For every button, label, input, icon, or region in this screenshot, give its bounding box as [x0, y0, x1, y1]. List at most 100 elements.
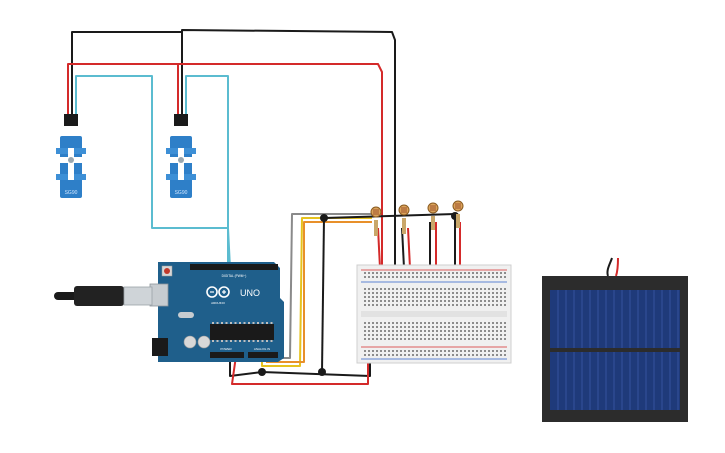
- photoresistors: [370, 200, 464, 236]
- breadboard-hole: [424, 292, 426, 294]
- chip-pin: [248, 340, 250, 342]
- breadboard-hole: [480, 326, 482, 328]
- arduino-uno-board[interactable]: DIGITAL (PWM~) UNO ARDUINO POWER ANALOG …: [149, 262, 284, 362]
- breadboard-hole: [468, 326, 470, 328]
- usb-port[interactable]: [149, 283, 169, 307]
- photoresistor-3[interactable]: [427, 202, 439, 230]
- servo-motor-2[interactable]: SG90: [166, 114, 196, 198]
- board-brand: ARDUINO: [211, 301, 226, 305]
- breadboard-hole: [384, 354, 386, 356]
- breadboard-hole: [432, 288, 434, 290]
- breadboard-hole: [436, 354, 438, 356]
- power-jack[interactable]: [152, 338, 168, 356]
- breadboard-hole: [484, 276, 486, 278]
- breadboard-hole: [476, 322, 478, 324]
- digital-label: DIGITAL (PWM~): [222, 274, 247, 278]
- resistor-body: [431, 216, 435, 230]
- breadboard-hole: [444, 330, 446, 332]
- junction-dot: [258, 368, 266, 376]
- wire-vcc-bottom[interactable]: [231, 354, 369, 385]
- breadboard-hole: [468, 300, 470, 302]
- breadboard-hole: [504, 334, 506, 336]
- breadboard-hole: [448, 354, 450, 356]
- wire-servo1-vcc[interactable]: [67, 63, 178, 118]
- breadboard-hole: [444, 334, 446, 336]
- breadboard-hole: [456, 334, 458, 336]
- chip-pin: [212, 340, 214, 342]
- wire-servo2-gnd[interactable]: [181, 29, 396, 268]
- breadboard-hole: [440, 354, 442, 356]
- breadboard-hole: [484, 334, 486, 336]
- breadboard-hole: [376, 330, 378, 332]
- analog-label: ANALOG IN: [254, 347, 270, 351]
- photoresistor-1[interactable]: [370, 206, 382, 236]
- breadboard-hole: [440, 330, 442, 332]
- breadboard-hole: [432, 334, 434, 336]
- breadboard-hole: [432, 296, 434, 298]
- solar-panel[interactable]: [542, 257, 688, 422]
- junction-dot: [320, 214, 328, 222]
- wire-ldr-leg-3[interactable]: [401, 227, 405, 269]
- wire-ldr-orange[interactable]: [266, 221, 372, 363]
- breadboard-hole: [496, 330, 498, 332]
- wire-ldr-gnd-bus[interactable]: [323, 213, 456, 219]
- wire-ldr-leg-2[interactable]: [407, 227, 411, 269]
- wire-servo2-vcc[interactable]: [177, 63, 383, 268]
- wire-servo2-signal[interactable]: [185, 75, 229, 268]
- chip-pin: [221, 340, 223, 342]
- breadboard-hole: [444, 276, 446, 278]
- board-model: UNO: [240, 288, 260, 298]
- solar-lead-black: [606, 257, 613, 277]
- breadboard-hole: [448, 350, 450, 352]
- chip-pin: [225, 340, 228, 342]
- breadboard-hole: [404, 292, 406, 294]
- breadboard-hole: [404, 276, 406, 278]
- breadboard-hole: [432, 330, 434, 332]
- ldr-trace: [401, 207, 407, 213]
- breadboard-hole: [460, 296, 462, 298]
- breadboard-hole: [452, 296, 454, 298]
- breadboard-hole: [496, 304, 498, 306]
- breadboard-hole: [416, 322, 418, 324]
- servo-motor-1[interactable]: SG90: [56, 114, 86, 198]
- photoresistor-4[interactable]: [452, 200, 464, 228]
- solar-lead-red: [615, 257, 619, 277]
- breadboard-hole: [408, 330, 410, 332]
- wire-ldr-leg-1[interactable]: [377, 227, 381, 269]
- breadboard-hole: [496, 338, 498, 340]
- ldr-trace: [455, 203, 461, 209]
- breadboard-hole: [436, 300, 438, 302]
- breadboard-hole: [368, 330, 370, 332]
- breadboard-hole: [504, 338, 506, 340]
- chip-pin: [257, 322, 259, 324]
- breadboard-hole: [452, 276, 454, 278]
- wire-servo1-gnd[interactable]: [71, 31, 182, 118]
- capacitor: [197, 335, 211, 349]
- breadboard-hole: [384, 334, 386, 336]
- breadboard-hole: [468, 330, 470, 332]
- photoresistor-2[interactable]: [398, 204, 410, 234]
- wire-gnd-vertical-1[interactable]: [321, 217, 325, 373]
- breadboard-hole: [412, 292, 414, 294]
- breadboard-hole: [468, 272, 470, 274]
- breadboard-hole: [476, 292, 478, 294]
- breadboard-hole: [504, 322, 506, 324]
- breadboard-hole: [500, 330, 502, 332]
- breadboard-hole: [420, 300, 422, 302]
- breadboard-hole: [372, 292, 374, 294]
- ldr-trace: [373, 209, 379, 215]
- breadboard[interactable]: [356, 264, 512, 364]
- breadboard-hole: [376, 304, 378, 306]
- breadboard-hole: [404, 300, 406, 302]
- chip-pin: [248, 322, 250, 324]
- breadboard-hole: [484, 296, 486, 298]
- breadboard-hole: [416, 300, 418, 302]
- breadboard-hole: [448, 326, 450, 328]
- power-header: [210, 352, 244, 358]
- breadboard-hole: [440, 338, 442, 340]
- breadboard-hole: [492, 304, 494, 306]
- breadboard-hole: [500, 350, 502, 352]
- wire-servo1-signal[interactable]: [75, 75, 231, 269]
- usb-cable-icon[interactable]: [54, 286, 153, 306]
